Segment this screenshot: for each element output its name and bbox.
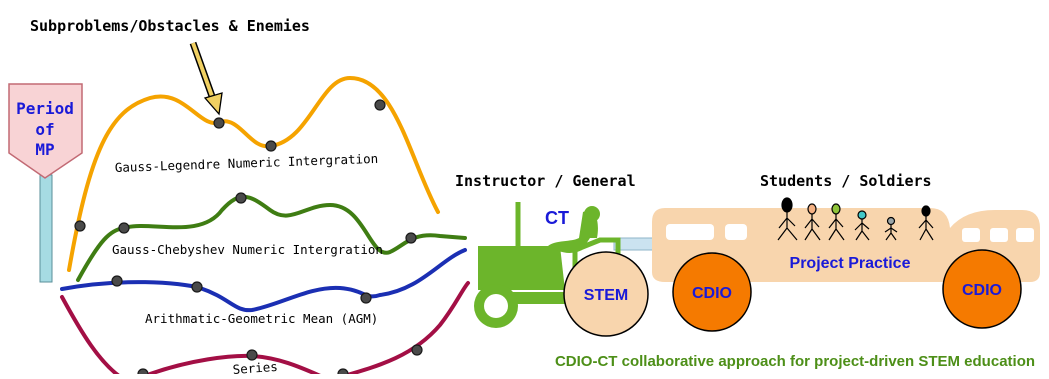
obstacle-dot bbox=[337, 368, 349, 379]
agm-curve bbox=[60, 248, 467, 313]
cart-body bbox=[652, 208, 1040, 282]
obstacle-dot bbox=[111, 275, 123, 287]
obstacle-dot bbox=[246, 349, 258, 361]
bottom-caption: CDIO-CT collaborative approach for proje… bbox=[555, 353, 1035, 370]
obstacle-dot bbox=[411, 344, 423, 356]
stem-wheel bbox=[563, 251, 649, 337]
student-figure bbox=[918, 205, 934, 241]
student-figure bbox=[804, 203, 821, 241]
obstacle-dot bbox=[137, 368, 149, 379]
cart-window bbox=[1016, 228, 1034, 242]
obstacle-dot bbox=[374, 99, 386, 111]
pointer-arrow bbox=[189, 41, 223, 116]
cart-window bbox=[666, 224, 714, 240]
instructor-label: Instructor / General bbox=[455, 172, 636, 190]
flag-banner bbox=[8, 83, 83, 179]
cart-window bbox=[725, 224, 747, 240]
series-label: Series bbox=[232, 359, 278, 374]
cart-window bbox=[962, 228, 980, 242]
obstacle-dot bbox=[118, 222, 130, 234]
obstacle-dot bbox=[191, 281, 203, 293]
cdio-wheel-left bbox=[672, 252, 752, 332]
flag-pole bbox=[39, 174, 53, 283]
obstacle-dot bbox=[360, 292, 372, 304]
cdio-label-left: CDIO bbox=[692, 285, 732, 302]
gauss-chebyshev-label: Gauss-Chebyshev Numeric Intergration bbox=[112, 242, 383, 257]
agm-label: Arithmatic-Geometric Mean (AGM) bbox=[145, 311, 378, 326]
stem-label: STEM bbox=[584, 287, 628, 304]
obstacles-caption: Subproblems/Obstacles & Enemies bbox=[30, 17, 310, 35]
flag-text-2: of bbox=[35, 120, 54, 139]
student-figure bbox=[854, 210, 870, 241]
cdio-wheel-right bbox=[942, 249, 1022, 329]
cart-window bbox=[990, 228, 1008, 242]
ct-label: CT bbox=[545, 208, 569, 228]
flag-text-1: Period bbox=[16, 99, 74, 118]
obstacle-dot bbox=[74, 220, 86, 232]
tractor-hood bbox=[478, 246, 565, 290]
gauss-legendre-label: Gauss-Legendre Numeric Intergration bbox=[115, 151, 379, 175]
gauss-legendre-curve bbox=[67, 75, 440, 272]
student-figures bbox=[777, 197, 934, 241]
period-flag: Period of MP bbox=[8, 83, 83, 283]
project-practice-label: Project Practice bbox=[790, 255, 911, 272]
student-figure bbox=[777, 197, 798, 241]
tow-bar bbox=[613, 237, 659, 251]
students-label: Students / Soldiers bbox=[760, 172, 932, 190]
obstacle-dot bbox=[235, 192, 247, 204]
flag-text-3: MP bbox=[35, 140, 54, 159]
obstacle-dot bbox=[405, 232, 417, 244]
obstacle-dots bbox=[74, 99, 423, 379]
instructor-figure bbox=[548, 210, 598, 253]
student-figure bbox=[884, 216, 898, 241]
obstacle-dot bbox=[213, 117, 225, 129]
obstacle-dot bbox=[265, 140, 277, 152]
cdio-label-right: CDIO bbox=[962, 282, 1002, 299]
student-figure bbox=[828, 203, 845, 241]
cart bbox=[652, 208, 1040, 282]
